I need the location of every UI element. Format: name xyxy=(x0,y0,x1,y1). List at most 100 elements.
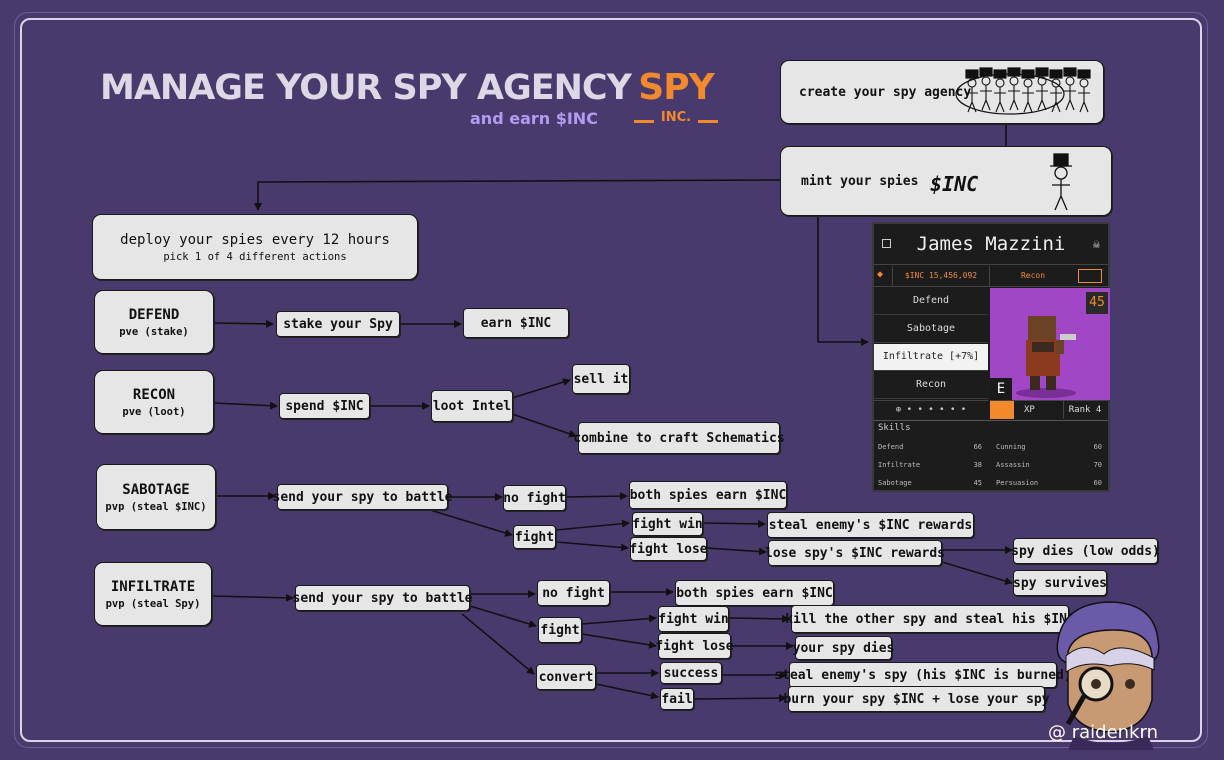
skill-name: Assassin xyxy=(996,461,1030,469)
steal-spy-box: steal enemy's spy (his $INC is burned) xyxy=(774,662,1072,688)
spy-avatar-image xyxy=(1016,316,1076,398)
skill-value: 66 xyxy=(973,443,982,451)
mint-spies-label: mint your spies xyxy=(801,173,919,189)
sabotage-fight-lose-box: fight lose xyxy=(629,537,708,561)
sabotage-fight-win-box: fight win xyxy=(632,512,703,536)
inventory-icon xyxy=(1078,269,1102,283)
skill-name: Sabotage xyxy=(878,479,912,487)
spy-rank: Rank 4 xyxy=(1063,401,1106,419)
link-fight2-lose xyxy=(581,633,657,649)
defend-title: DEFEND xyxy=(128,306,180,323)
skill-name: Defend xyxy=(878,443,904,451)
your-spy-dies-box: your spy dies xyxy=(793,636,894,660)
skill-value: 60 xyxy=(1093,443,1102,451)
logo-bar-left xyxy=(634,120,654,123)
logo-word: SPY xyxy=(638,67,714,108)
sabotage-title: SABOTAGE xyxy=(122,481,190,498)
card-action-recon[interactable]: Recon xyxy=(874,372,988,399)
link-lose-survives xyxy=(941,561,1013,585)
infiltrate-box: INFILTRATE pvp (steal Spy) xyxy=(94,562,212,626)
infiltrate-fight-box: fight xyxy=(538,617,582,643)
recon-box: RECON pve (loot) xyxy=(94,370,214,434)
convert-box: convert xyxy=(536,664,596,690)
skill-name: Persuasion xyxy=(996,479,1039,487)
xp-fill xyxy=(990,401,1014,419)
link-fight-lose xyxy=(555,541,629,552)
card-menu-icon xyxy=(882,239,891,248)
kill-steal-box: kill the other spy and steal his $INC xyxy=(785,605,1075,633)
mint-token-label: $INC xyxy=(930,172,979,196)
logo-suffix: INC. xyxy=(660,110,692,125)
deploy-title: deploy your spies every 12 hours xyxy=(120,231,390,248)
link-battle2-convert xyxy=(461,613,535,675)
spy-survives-box: spy survives xyxy=(1013,570,1107,596)
deploy-subtitle: pick 1 of 4 different actions xyxy=(163,250,347,263)
outer-frame xyxy=(14,12,1208,748)
link-fight2-win xyxy=(581,614,657,625)
spy-crowd-illustration xyxy=(955,67,1091,115)
link-defend-stake xyxy=(213,319,274,328)
card-info-row: ◆ $INC 15,456,092 Recon xyxy=(874,266,1108,287)
spy-inc-logo: SPY INC. xyxy=(630,68,722,132)
infiltrate-subtitle: pvp (steal Spy) xyxy=(105,597,201,610)
spy-card: James Mazzini ☠ ◆ $INC 15,456,092 Recon … xyxy=(872,222,1110,492)
sell-it-box: sell it xyxy=(572,364,630,394)
sabotage-battle-box: send your spy to battle xyxy=(273,484,453,510)
skill-value: 60 xyxy=(1093,479,1102,487)
diamond-icon: ◆ xyxy=(877,269,884,280)
skill-value: 70 xyxy=(1093,461,1102,469)
both-earn-box: both spies earn $INC xyxy=(629,481,787,509)
defend-box: DEFEND pve (stake) xyxy=(94,290,214,354)
spy-name: James Mazzini xyxy=(874,224,1108,265)
link-win2-kill xyxy=(728,614,790,623)
spy-dies-low-odds-box: spy dies (low odds) xyxy=(1011,538,1160,564)
card-action-defend[interactable]: Defend xyxy=(874,288,988,315)
link-mint-deploy xyxy=(254,179,783,211)
page-subtitle: and earn $INC xyxy=(470,109,598,128)
fail-box: fail xyxy=(660,688,694,710)
skill-name: Infiltrate xyxy=(878,461,921,469)
link-loot-sell xyxy=(511,378,571,399)
xp-bar: XP Rank 4 xyxy=(990,400,1108,419)
infiltrate-title: INFILTRATE xyxy=(110,578,196,595)
sabotage-fight-box: fight xyxy=(513,525,556,549)
lose-rewards-box: lose spy's $INC rewards xyxy=(765,540,945,566)
logo-bar-right xyxy=(698,120,718,123)
link-lose-lose xyxy=(706,547,767,556)
card-action-infiltrate[interactable]: Infiltrate [+7%] xyxy=(874,344,988,371)
skill-value: 45 xyxy=(973,479,982,487)
deploy-spies-box: deploy your spies every 12 hours pick 1 … xyxy=(92,214,418,280)
skills-title: Skills xyxy=(878,423,911,433)
xp-label: XP xyxy=(1024,405,1035,415)
create-agency-label: create your spy agency xyxy=(799,84,972,100)
card-action-sabotage[interactable]: Sabotage xyxy=(874,316,988,343)
stickman-icon xyxy=(1050,153,1072,211)
infiltrate-battle-box: send your spy to battle xyxy=(293,585,473,611)
spy-grade: E xyxy=(990,378,1012,400)
page-title: MANAGE YOUR SPY AGENCY xyxy=(100,68,632,108)
link-fight-win xyxy=(555,519,630,531)
card-pager: ⊕ • • • • • • xyxy=(874,400,988,419)
sabotage-no-fight-box: no fight xyxy=(503,485,566,511)
link-convert-fail xyxy=(595,683,659,700)
recon-title: RECON xyxy=(132,386,176,403)
spy-portrait: 45 E xyxy=(990,288,1110,400)
link-win-steal xyxy=(702,519,766,528)
sabotage-subtitle: pvp (steal $INC) xyxy=(105,500,207,513)
mascot-character-illustration xyxy=(1056,601,1160,750)
defend-subtitle: pve (stake) xyxy=(119,325,189,338)
author-watermark: @ raidenkrn xyxy=(1048,722,1158,743)
inner-frame xyxy=(20,18,1202,742)
stake-box: stake your Spy xyxy=(276,311,400,337)
link-recon-spend xyxy=(213,401,278,410)
spy-status: Recon xyxy=(1020,271,1046,280)
skills-panel: Skills Defend 66 Infiltrate 38 Sabotage … xyxy=(874,420,1108,491)
link-loot-combine xyxy=(511,413,577,438)
sabotage-box: SABOTAGE pvp (steal $INC) xyxy=(96,464,216,530)
combine-schematics-box: combine to craft Schematics xyxy=(573,422,785,454)
infiltrate-both-earn-box: both spies earn $INC xyxy=(675,580,834,606)
spend-inc-box: spend $INC xyxy=(279,393,370,419)
link-mint-card xyxy=(817,214,869,346)
link-fail-burn xyxy=(693,694,787,703)
